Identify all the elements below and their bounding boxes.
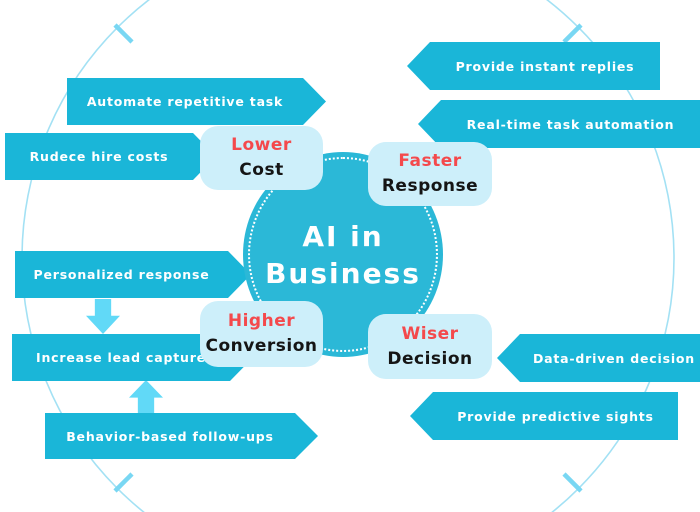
category-lower-cost: Lower Cost bbox=[200, 126, 323, 190]
hub-title-line2: Business bbox=[265, 256, 421, 290]
banner-text: Rudece hire costs bbox=[29, 149, 169, 164]
banner-text: Increase lead capture bbox=[36, 350, 206, 365]
banner-personalized-response: Personalized response bbox=[15, 251, 251, 298]
orbit-tick-top-left bbox=[113, 23, 134, 44]
banner-provide-predictive-sights: Provide predictive sights bbox=[410, 392, 678, 440]
banner-automate-repetitive-task: Automate repetitive task bbox=[67, 78, 326, 125]
banner-data-driven-decision: Data-driven decision bbox=[497, 334, 700, 382]
category-main: Response bbox=[381, 176, 479, 196]
category-accent: Wiser bbox=[401, 323, 459, 344]
banner-real-time-task-automation: Real-time task automation bbox=[418, 100, 700, 148]
orbit-tick-top-right bbox=[562, 23, 583, 44]
banner-text: Behavior-based follow-ups bbox=[66, 428, 274, 444]
category-main: Decision bbox=[387, 348, 473, 369]
category-main: Conversion bbox=[205, 336, 318, 356]
banner-provide-instant-replies: Provide instant replies bbox=[407, 42, 660, 90]
banner-text: Data-driven decision bbox=[532, 350, 695, 366]
banner-rudece-hire-costs: Rudece hire costs bbox=[5, 133, 216, 180]
category-main: Cost bbox=[239, 160, 284, 180]
category-accent: Higher bbox=[227, 311, 296, 331]
orbit-tick-bottom-left bbox=[113, 472, 134, 493]
banner-text: Real-time task automation bbox=[466, 116, 675, 132]
banner-behavior-based-follow-ups: Behavior-based follow-ups bbox=[45, 413, 318, 459]
banner-text: Provide instant replies bbox=[455, 58, 635, 74]
category-accent: Faster bbox=[398, 151, 462, 171]
hub-title: AI in Business bbox=[243, 152, 443, 357]
category-accent: Lower bbox=[231, 135, 292, 155]
banner-text: Personalized response bbox=[33, 267, 210, 282]
category-faster-response: Faster Response bbox=[368, 142, 492, 206]
hub-dotted-ring bbox=[248, 157, 438, 352]
banner-text: Provide predictive sights bbox=[457, 408, 654, 424]
category-higher-conversion: Higher Conversion bbox=[200, 301, 323, 367]
category-wiser-decision: Wiser Decision bbox=[368, 314, 492, 379]
orbit-tick-bottom-right bbox=[562, 472, 583, 493]
hub-title-line1: AI in bbox=[302, 219, 384, 253]
banner-text: Automate repetitive task bbox=[86, 94, 284, 109]
